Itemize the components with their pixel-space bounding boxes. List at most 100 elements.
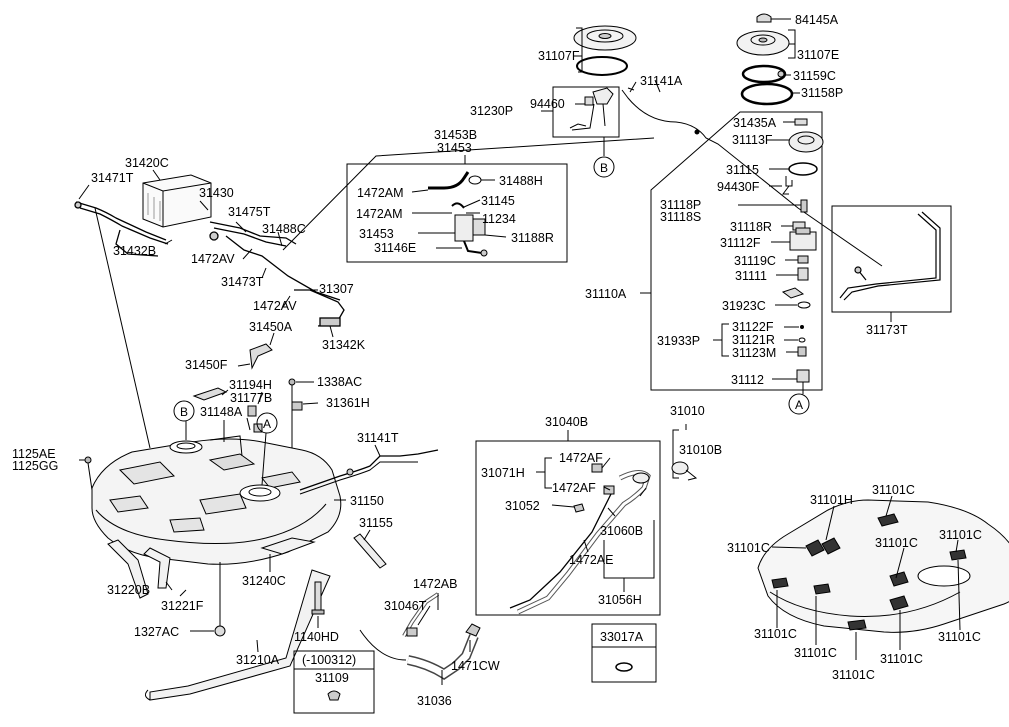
label-31101H: 31101H	[810, 493, 853, 507]
label-31141A: 31141A	[640, 74, 683, 88]
marker-b-tank	[173, 400, 195, 422]
label-31122F: 31122F	[732, 320, 774, 334]
box-31109	[293, 650, 375, 714]
label-31420C: 31420C	[125, 156, 169, 170]
label-31158P: 31158P	[801, 86, 844, 100]
box-33017A	[591, 623, 657, 683]
marker-a-tank-label: A	[263, 417, 272, 431]
label-31101C-2: 31101C	[727, 541, 770, 555]
label-31361H: 31361H	[326, 396, 370, 410]
label-1472AV-a: 1472AV	[191, 252, 235, 266]
label-31115: 31115	[726, 163, 759, 177]
label-31488H: 31488H	[499, 174, 543, 188]
label-1472AV-b: 1472AV	[253, 299, 297, 313]
label-31933P: 31933P	[657, 334, 701, 348]
label-1472AF-b: 1472AF	[552, 481, 596, 495]
label-31101C-5: 31101C	[754, 627, 797, 641]
label-31173T: 31173T	[866, 323, 908, 337]
label-31109: 31109	[315, 671, 349, 685]
label-31210A: 31210A	[236, 653, 280, 667]
pump-cover-31107E	[736, 13, 794, 106]
label-1327AC: 1327AC	[134, 625, 180, 639]
canister-31420C	[142, 174, 212, 228]
label-31453B: 31453B	[434, 128, 478, 142]
canister-valve-31453	[428, 171, 488, 257]
label-31036: 31036	[417, 694, 452, 708]
label-31307: 31307	[319, 282, 354, 296]
label-31435A: 31435A	[733, 116, 777, 130]
label-31141T: 31141T	[357, 431, 399, 445]
label-1472AE: 1472AE	[569, 553, 614, 567]
label-94460: 94460	[530, 97, 565, 111]
label-31450F: 31450F	[185, 358, 228, 372]
label-100312: (-100312)	[302, 653, 357, 667]
label-31488C: 31488C	[262, 222, 306, 236]
label-31432B: 31432B	[113, 244, 157, 258]
label-1125GG: 1125GG	[12, 459, 59, 473]
label-31111: 31111	[735, 269, 767, 283]
marker-b-top-label: B	[600, 161, 609, 175]
box-31453	[346, 163, 568, 263]
label-31453: 31453	[437, 141, 472, 155]
label-31010: 31010	[670, 404, 705, 418]
label-31101C-9: 31101C	[832, 668, 875, 682]
label-31473T: 31473T	[221, 275, 264, 289]
label-31107E: 31107E	[797, 48, 840, 62]
label-31194H: 31194H	[229, 378, 272, 392]
level-sender-94460	[569, 87, 614, 131]
label-31101C-4: 31101C	[939, 528, 982, 542]
label-31071H: 31071H	[481, 466, 525, 480]
box-31230P	[552, 86, 620, 138]
label-31148A: 31148A	[200, 405, 243, 419]
marker-b-top	[593, 156, 615, 178]
filler-neck-31056H	[509, 463, 651, 615]
label-31450A: 31450A	[249, 320, 293, 334]
label-31101C-7: 31101C	[794, 646, 837, 660]
pump-module-parts	[738, 118, 824, 383]
label-31342K: 31342K	[322, 338, 366, 352]
fuel-lines-31173T	[839, 211, 941, 301]
label-31101C-3: 31101C	[875, 536, 918, 550]
label-31119C: 31119C	[734, 254, 776, 268]
label-31121R: 31121R	[732, 333, 775, 347]
label-1125AE: 1125AE	[12, 447, 56, 461]
label-31101C-8: 31101C	[880, 652, 923, 666]
label-31113F: 31113F	[732, 133, 773, 147]
label-31230P: 31230P	[470, 104, 514, 118]
label-31123M: 31123M	[732, 346, 777, 360]
label-94430F: 94430F	[717, 180, 760, 194]
label-31110A: 31110A	[585, 287, 627, 301]
label-33017A: 33017A	[600, 630, 644, 644]
label-31146E: 31146E	[374, 241, 417, 255]
label-31101C-6: 31101C	[938, 630, 981, 644]
label-31052: 31052	[505, 499, 540, 513]
label-1472AM-b: 1472AM	[356, 207, 403, 221]
insulation-pads-31101C	[771, 513, 967, 631]
label-31430: 31430	[199, 186, 234, 200]
label-31240C: 31240C	[242, 574, 286, 588]
label-31056H: 31056H	[598, 593, 642, 607]
label-31118R: 31118R	[730, 220, 772, 234]
label-31101C-1: 31101C	[872, 483, 915, 497]
marker-b-tank-label: B	[180, 405, 189, 419]
label-31475T: 31475T	[228, 205, 271, 219]
tank-with-pads	[757, 499, 1009, 633]
sender-cover-31107F	[573, 25, 637, 76]
label-31471T: 31471T	[91, 171, 134, 185]
label-31188R: 31188R	[511, 231, 554, 245]
marker-a-bottom	[788, 393, 810, 415]
label-31010B: 31010B	[679, 443, 723, 457]
label-31046T: 31046T	[384, 599, 427, 613]
label-31040B: 31040B	[545, 415, 589, 429]
label-31150: 31150	[350, 494, 384, 508]
label-84145A: 84145A	[795, 13, 839, 27]
label-1472AM-a: 1472AM	[357, 186, 404, 200]
label-31118S: 31118S	[660, 210, 702, 224]
label-31118P: 31118P	[660, 198, 702, 212]
label-31453-box: 31453	[359, 227, 394, 241]
label-31107F: 31107F	[538, 49, 580, 63]
label-1140HD: 1140HD	[294, 630, 339, 644]
label-31923C: 31923C	[722, 299, 766, 313]
